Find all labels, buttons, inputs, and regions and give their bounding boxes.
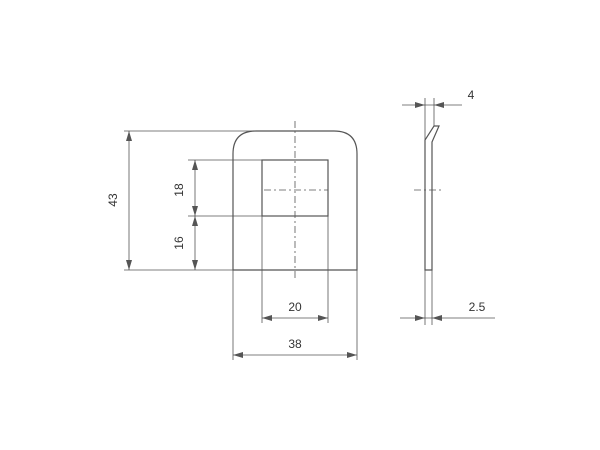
arrowhead [126, 131, 132, 141]
dim-label-hole-width: 20 [288, 300, 302, 314]
arrowhead [126, 260, 132, 270]
arrowhead [192, 160, 198, 170]
dim-label-bottom-thickness: 2.5 [469, 300, 486, 314]
dim-label-top-thickness: 4 [468, 88, 475, 102]
dim-label-overall-width: 38 [288, 337, 302, 351]
dim-label-overall-height: 43 [106, 193, 120, 207]
arrowhead [347, 352, 357, 358]
dim-label-lower-segment: 16 [172, 236, 186, 250]
arrowhead [192, 206, 198, 216]
arrowhead [432, 315, 442, 321]
dim-label-upper-segment: 18 [172, 183, 186, 197]
plate-outline [232, 130, 358, 271]
arrowhead [434, 102, 444, 108]
arrowhead [233, 352, 243, 358]
arrowhead [262, 315, 272, 321]
arrowhead [192, 260, 198, 270]
arrowhead [415, 315, 425, 321]
arrowhead [415, 102, 425, 108]
side-view-profile [424, 125, 440, 271]
arrowhead [318, 315, 328, 321]
arrowhead [192, 216, 198, 226]
